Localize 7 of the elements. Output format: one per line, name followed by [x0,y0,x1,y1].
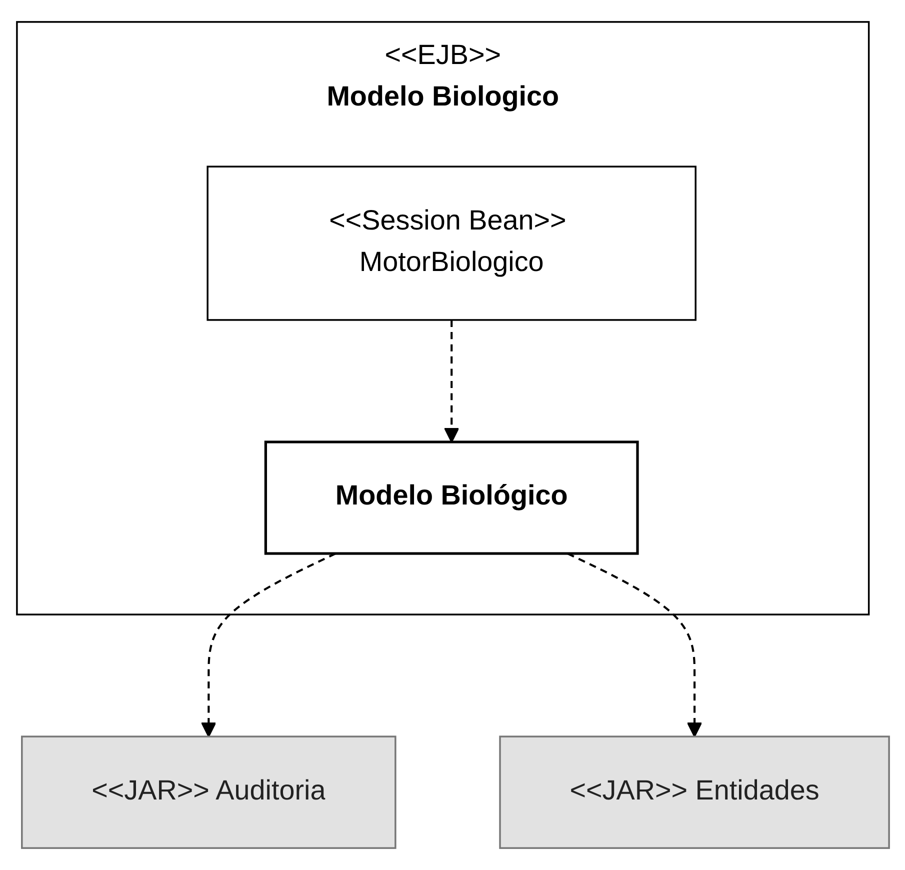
arrow [200,552,336,738]
node-box: <<JAR>> Auditoria [20,736,396,849]
arrow [566,552,702,738]
arrow [443,320,459,443]
node-box: <<Session Bean>> MotorBiologico [206,166,696,321]
node-box: Modelo Biológico [264,440,638,555]
node-box: <<JAR>> Entidades [498,736,890,849]
